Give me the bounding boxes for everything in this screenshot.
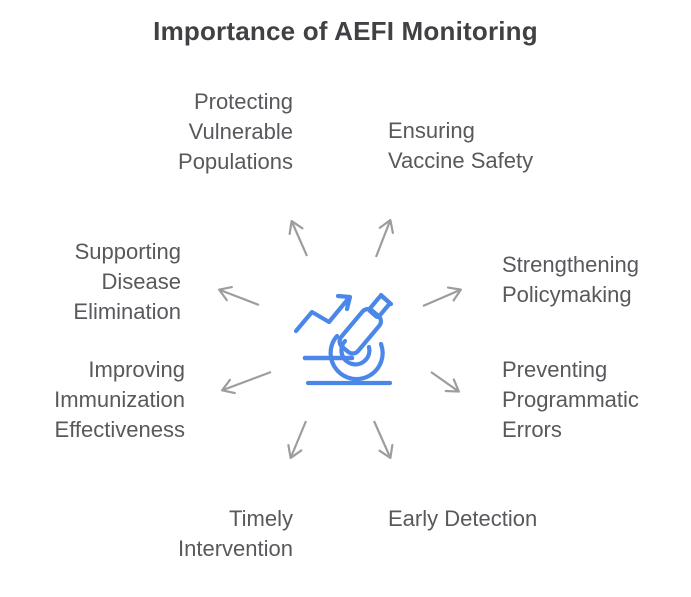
arrow-to-early-detection — [372, 420, 394, 460]
arrow-to-protecting-vulnerable-populations — [288, 219, 309, 257]
microscope-arm-outer — [328, 333, 385, 382]
arrow-to-supporting-disease-elimination — [217, 285, 260, 307]
label-protecting-vulnerable-populations: Protecting Vulnerable Populations — [178, 89, 293, 174]
label-preventing-programmatic-errors: Preventing Programmatic Errors — [502, 357, 639, 442]
label-timely-intervention: Timely Intervention — [178, 506, 293, 561]
label-ensuring-vaccine-safety: Ensuring Vaccine Safety — [388, 118, 534, 173]
label-strengthening-policymaking: Strengthening Policymaking — [502, 252, 639, 307]
trend-line — [293, 296, 351, 334]
label-early-detection: Early Detection — [388, 506, 538, 531]
microscope-eyepiece-cap — [378, 292, 394, 307]
page-title: Importance of AEFI Monitoring — [153, 16, 538, 46]
arrow-to-strengthening-policymaking — [422, 286, 463, 308]
label-supporting-disease-elimination: Supporting Disease Elimination — [73, 239, 181, 324]
microscope-tube — [337, 307, 384, 356]
radiating-arrows — [217, 218, 463, 460]
arrow-to-ensuring-vaccine-safety — [374, 218, 394, 258]
label-improving-immunization-effectiveness: Improving Immunization Effectiveness — [54, 357, 185, 442]
trend-arrowhead — [335, 293, 353, 312]
microscope-trend-icon — [293, 292, 394, 386]
arrow-to-improving-immunization-effectiveness — [220, 370, 272, 395]
arrow-to-timely-intervention — [287, 420, 308, 460]
microscope-arm-inner — [339, 338, 372, 367]
arrow-to-preventing-programmatic-errors — [430, 371, 460, 393]
